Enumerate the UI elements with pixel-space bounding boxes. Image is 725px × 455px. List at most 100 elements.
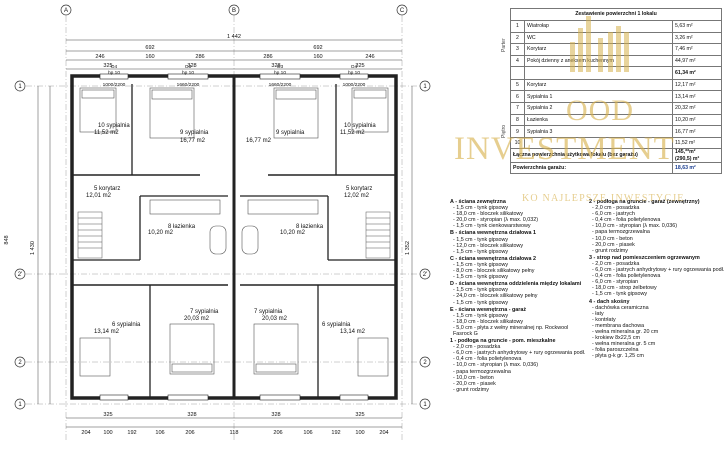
spec-heading: 2 - podłoga na gruncie - garaż (zewnętrz…	[589, 199, 700, 205]
window-size-1: 1000/2200	[103, 82, 126, 88]
axis-label-1-top-right: 1	[423, 84, 427, 90]
floor-plan: A B C 1 2' 2 1 1 2' 2 1 1 442 692 692 24…	[4, 4, 431, 440]
window-size-4: 1000/2200	[343, 82, 366, 88]
window-tag-4: O4	[351, 64, 358, 70]
spec-item: - 5,0 cm - płyta z wełny mineralnej np. …	[453, 324, 569, 337]
spec-item: - kontrłaty	[592, 316, 616, 323]
room-7-left-name: 7 sypialnia	[190, 309, 219, 315]
spec-item: - 2,0 cm - posadzka	[592, 205, 640, 212]
spec-item: - 10,0 cm - styropian (λ max. 0,036)	[592, 223, 678, 230]
room-10-right-name: 10 sypialnia	[344, 123, 376, 129]
wall-specs-right: 2 - podłoga na gruncie - garaż (zewnętrz…	[589, 198, 725, 359]
room-7-right-area: 20,03 m2	[262, 316, 288, 322]
axis-label-2p-right: 2'	[423, 272, 427, 278]
watermark-tagline: KO NAJLEPSZE INWESTYCJE	[522, 193, 685, 204]
room-8-right-name: 8 łazienka	[296, 224, 324, 230]
window-tag-1: O4	[111, 64, 118, 70]
room-5-right-name: 5 korytarz	[346, 186, 372, 192]
axis-label-1-bottom-right: 1	[423, 402, 427, 408]
spec-item: - 10,0 cm - beton	[453, 374, 494, 381]
spec-item: - 1,5 cm - tynk gipsowy	[453, 261, 509, 268]
spec-item: - 24,0 cm - bloczek silikatowy pełny	[453, 293, 538, 300]
spec-item: - 20,0 cm - piasek	[592, 241, 635, 248]
dim-top2-1: 325	[103, 63, 112, 69]
spec-item: - krokiew 8x22,5 cm	[592, 335, 640, 342]
spec-item: - 1,5 cm - tynk gipsowy	[592, 291, 648, 298]
spec-item: - papa termozgrzewalna	[453, 368, 511, 375]
spec-item: - 6,0 cm - jastrych	[592, 211, 635, 218]
dim-top-2: 160	[145, 54, 154, 60]
room-6-right-name: 6 sypialnia	[322, 322, 351, 328]
hp-tag-1: hp 10	[108, 70, 120, 76]
dim-total-width: 1 442	[227, 34, 241, 40]
spec-item: - 18,0 cm - strop żelbetowy	[592, 285, 657, 292]
axis-label-2p: 2'	[18, 272, 22, 278]
room-9-right-name: 9 sypialnia	[276, 130, 305, 136]
window-tag-2: O3	[185, 64, 192, 70]
dim-bottom-s11: 204	[379, 430, 388, 436]
room-6-left-area: 13,14 m2	[94, 329, 120, 335]
axis-label-c: C	[400, 8, 405, 14]
spec-item: - 18,0 cm - bloczek silikatowy	[453, 318, 524, 325]
room-7-right-name: 7 sypialnia	[254, 309, 283, 315]
spec-item: - 0,4 cm - folia polietylenowa	[592, 273, 661, 280]
spec-heading: E - ściana wewnętrzna - garaż	[450, 306, 527, 313]
room-5-left-name: 5 korytarz	[94, 186, 120, 192]
spec-item: - 1,5 cm - tynk gipsowy	[453, 287, 509, 294]
spec-item: - wełna mineralna gr. 5 cm	[592, 341, 656, 348]
spec-item: - 10,0 cm - beton	[592, 235, 633, 242]
dim-top2-4: 325	[355, 63, 364, 69]
spec-item: - 20,0 cm - styropian (λ max. 0,032)	[453, 217, 539, 224]
spec-item: - 1,5 cm - tynk cienkowarstwowy	[453, 223, 531, 230]
dim-bottom-s8: 106	[303, 430, 312, 436]
spec-item: - 1,5 cm - tynk gipsowy	[453, 312, 509, 319]
dim-left: 848	[4, 235, 10, 244]
dim-top-5: 160	[313, 54, 322, 60]
axis-label-1-bottom: 1	[18, 402, 22, 408]
room-8-left-area: 10,20 m2	[148, 230, 174, 236]
spec-item: - 10,0 cm - styropian (λ max. 0,036)	[453, 362, 539, 369]
dim-bottom-3: 328	[271, 412, 280, 418]
dim-half-right: 692	[313, 45, 322, 51]
hp-tag-4: hp 10	[348, 70, 360, 76]
dim-half-left: 692	[145, 45, 154, 51]
walls	[70, 74, 398, 400]
hp-tag-2: hp 10	[182, 70, 194, 76]
dim-right-total: 1 352	[405, 241, 411, 255]
windows	[99, 73, 369, 401]
spec-item: - grunt rodzimy	[592, 247, 628, 254]
window-size-3: 1660/2200	[269, 82, 292, 88]
spec-item: - płyta g-k gr. 1,25 cm	[592, 353, 644, 360]
spec-item: - 20,0 cm - piasek	[453, 380, 496, 387]
spec-item: - 18,0 cm - bloczek silikatowy	[453, 211, 524, 218]
axis-lines	[26, 16, 419, 440]
room-10-left-area: 11,52 m2	[94, 130, 119, 136]
room-8-right-area: 10,20 m2	[280, 230, 306, 236]
spec-item: - 0,4 cm - folia polietylenowa	[453, 356, 522, 363]
wall-specs-left: A - ściana zewnętrzna- 1,5 cm - tynk gip…	[450, 198, 588, 393]
dim-bottom-s9: 192	[331, 430, 340, 436]
spec-item: - 1,5 cm - tynk gipsowy	[453, 205, 509, 212]
spec-item: - papa termozgrzewalna	[592, 229, 650, 236]
room-10-right-area: 11,52 m2	[340, 130, 365, 136]
table-row-total: Łączna powierzchnia użytkowa lokalu (bez…	[510, 148, 722, 163]
spec-heading: 3 - strop nad pomieszczeniem ogrzewanym	[589, 254, 700, 261]
spec-item: - 2,0 cm - posadzka	[592, 260, 640, 267]
spec-item: - folia paroszczelna	[592, 347, 639, 354]
spec-item: - grunt rodzimy	[453, 386, 489, 393]
dim-bottom-s7: 206	[273, 430, 282, 436]
dim-top-4: 286	[263, 54, 272, 60]
dim-bottom-2: 328	[187, 412, 196, 418]
spec-heading: 1 - podłoga na gruncie - pom. mieszkalne	[450, 338, 556, 345]
dim-top-6: 246	[365, 54, 374, 60]
axis-label-a: A	[64, 8, 68, 14]
dim-bottom-s6: 118	[230, 430, 239, 436]
spec-item: - 6,0 cm - jastrych anhydrytowy + rury o…	[453, 350, 586, 357]
stairs	[77, 211, 391, 259]
dim-top2-2: 328	[187, 63, 196, 69]
window-size-2: 1660/2200	[177, 82, 200, 88]
